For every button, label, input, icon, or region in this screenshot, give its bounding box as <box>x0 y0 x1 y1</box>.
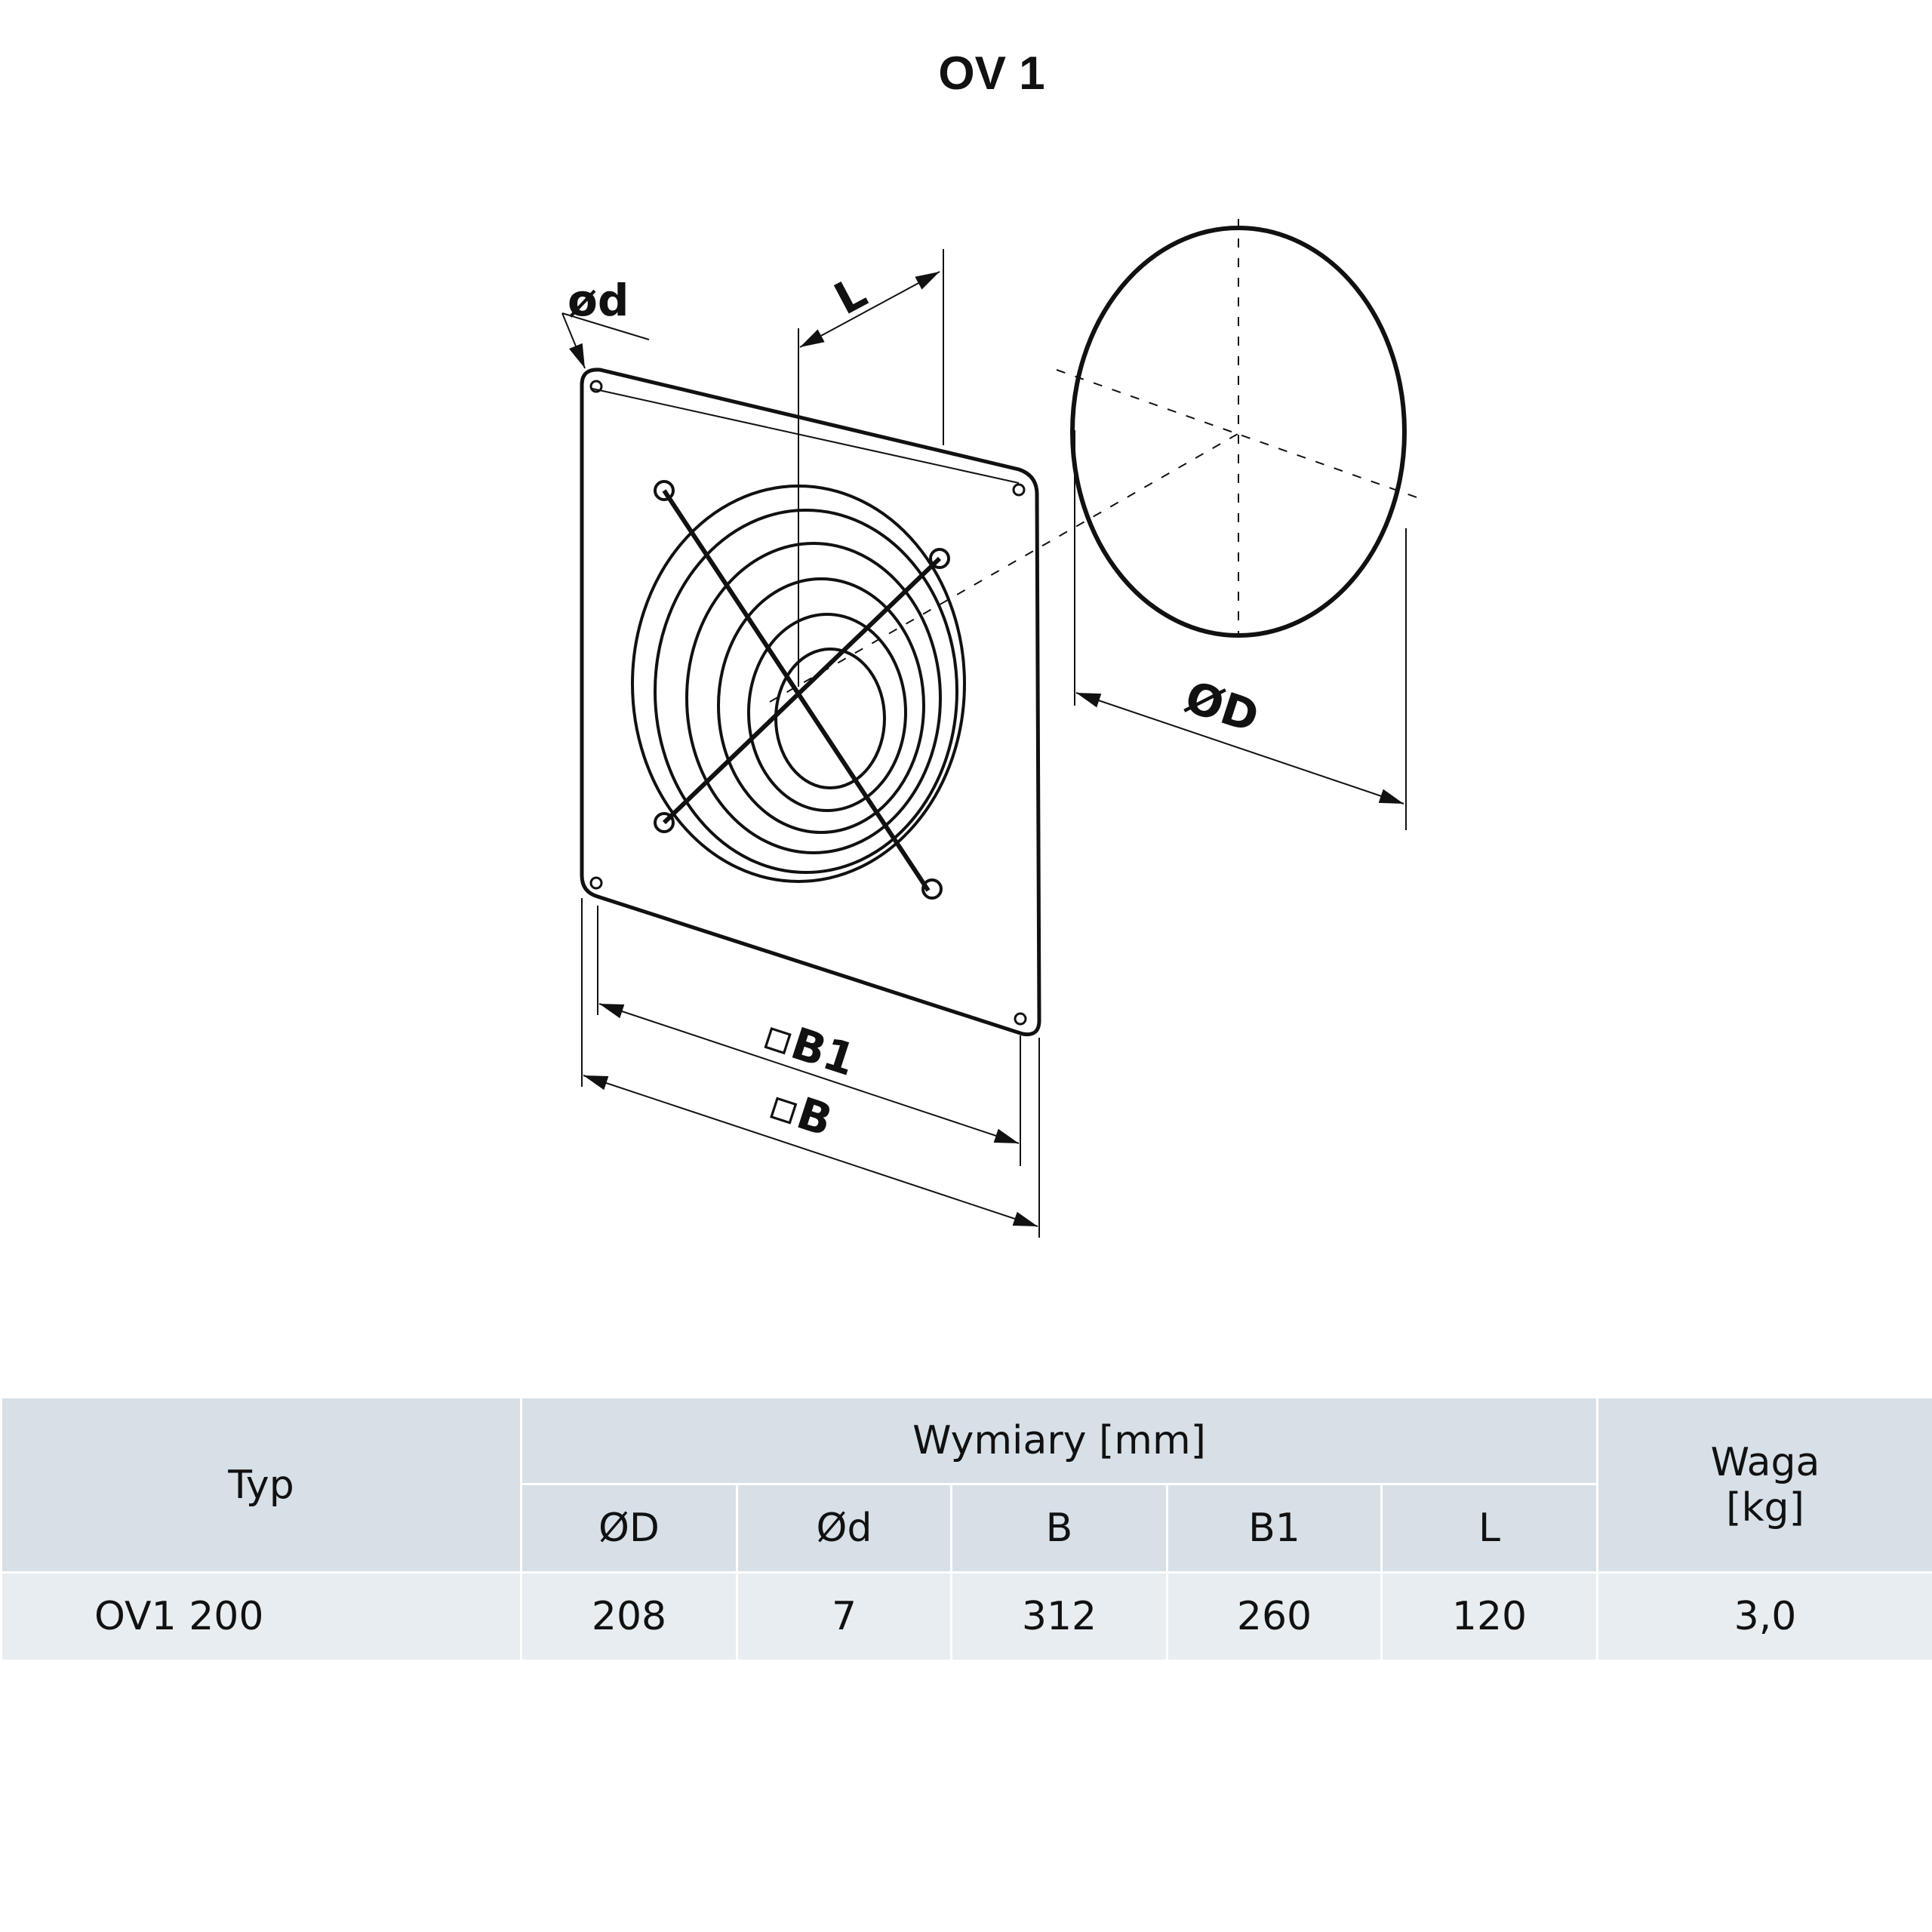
cell-type: OV1 200 <box>0 1571 522 1662</box>
header-duct-diameter: ØD <box>520 1483 738 1574</box>
label-small-diameter: ød <box>568 275 629 326</box>
header-b: B <box>950 1483 1168 1574</box>
label-b: ▫B <box>763 1078 838 1146</box>
mounting-plate <box>580 368 1041 1037</box>
header-dimensions: Wymiary [mm] <box>519 1396 1599 1485</box>
duct-opening <box>1070 226 1407 638</box>
fan-dimension-drawing: ød L ØD ▫B1 ▫B <box>0 219 1420 1238</box>
drawing-title: OV 1 <box>938 48 1045 100</box>
cell-duct-diameter: 208 <box>520 1571 738 1662</box>
cell-b: 312 <box>950 1571 1168 1662</box>
cell-b1: 260 <box>1166 1571 1383 1662</box>
label-length: L <box>826 266 875 325</box>
cell-weight: 3,0 <box>1596 1571 1932 1662</box>
table-row: OV1 200 208 7 312 260 120 3,0 <box>0 1571 1932 1662</box>
header-hole-diameter: Ød <box>736 1483 952 1574</box>
header-b1: B1 <box>1166 1483 1383 1574</box>
header-type: Typ <box>0 1396 522 1574</box>
dimensions-table: Typ Wymiary [mm] Waga[kg] ØD Ød B B1 L O… <box>0 1396 1932 1662</box>
cell-l: 120 <box>1380 1571 1599 1662</box>
cell-hole-diameter: 7 <box>736 1571 952 1662</box>
header-weight: Waga[kg] <box>1596 1396 1932 1574</box>
header-l: L <box>1380 1483 1599 1574</box>
